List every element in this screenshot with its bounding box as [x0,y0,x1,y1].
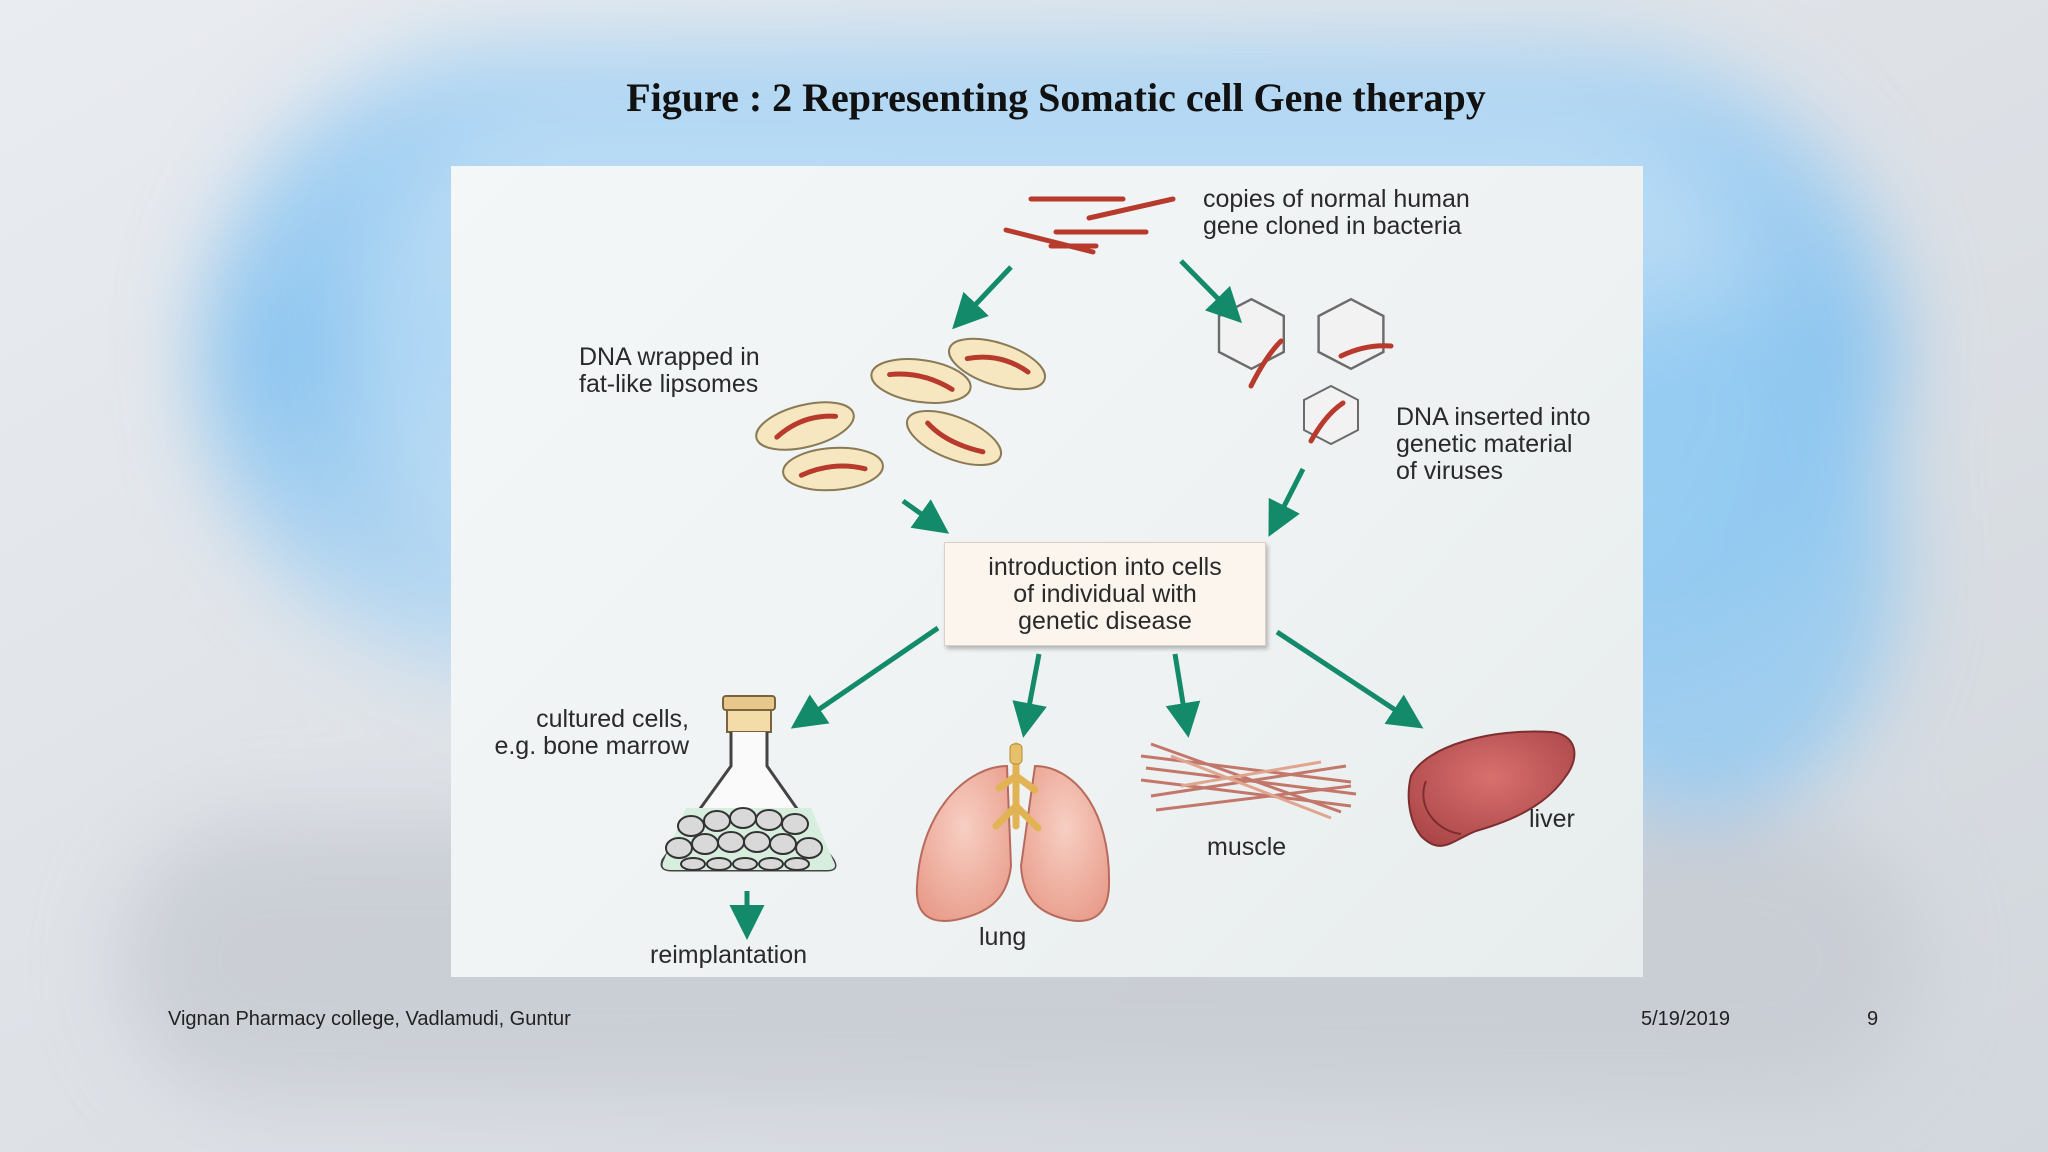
liver-icon [1407,730,1576,847]
arrow-genes-to-viruses [1179,259,1243,324]
label-liposomes: DNA wrapped in fat-like lipsomes [579,343,760,398]
arrow-cells-to-lung [1012,653,1047,738]
gene-copies-icon [1003,196,1176,255]
label-muscle: muscle [1207,833,1287,861]
label-gene-copies: copies of normal human gene cloned in ba… [1203,185,1470,240]
viruses-icon [1217,297,1385,446]
flow-arrows [729,259,1424,940]
flask-icon [660,695,837,872]
label-lung: lung [979,923,1027,951]
slide-title: Figure : 2 Representing Somatic cell Gen… [626,75,1486,120]
muscle-icon [1140,742,1357,820]
footer-date: 5/19/2019 [1641,1008,1730,1030]
gene-therapy-figure: copies of normal human gene cloned in ba… [451,166,1643,977]
arrow-cells-to-culture [790,625,940,729]
label-reimplantation: reimplantation [650,941,808,969]
arrow-cells-to-liver [1275,629,1424,729]
arrow-liposomes-to-cells [901,498,950,534]
arrow-cells-to-muscle [1165,653,1201,738]
diagram-graphics [660,196,1576,940]
footer-college: Vignan Pharmacy college, Vadlamudi, Gunt… [168,1008,571,1030]
liposomes-icon [755,337,1046,492]
label-viruses: DNA inserted into genetic material of vi… [1396,403,1591,485]
introduction-box: introduction into cells of individual wi… [944,542,1266,646]
label-introduction: introduction into cells of individual wi… [988,552,1222,635]
viral-dna-icon [1248,338,1394,444]
arrow-viruses-to-cells [1268,467,1306,537]
label-cultured-cells: cultured cells, e.g. bone marrow [494,705,689,760]
arrow-genes-to-liposomes [952,265,1013,330]
footer-page-number: 9 [1867,1008,1879,1030]
lung-icon [915,742,1111,922]
label-liver: liver [1529,805,1575,833]
